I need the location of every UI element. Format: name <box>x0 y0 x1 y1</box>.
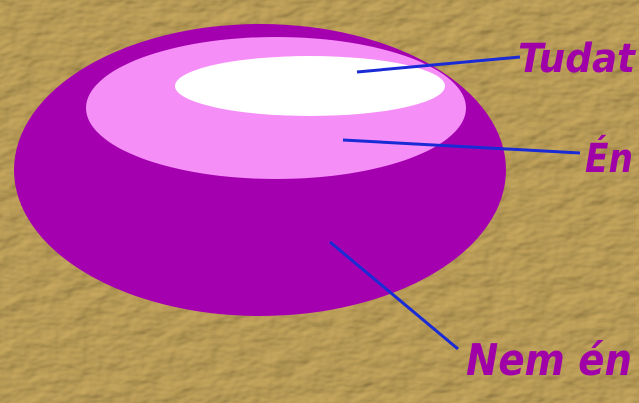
label-nem-en: Nem én <box>466 335 632 386</box>
inner-core-tudat <box>175 56 445 116</box>
label-en: Én <box>585 134 633 182</box>
label-tudat: Tudat <box>518 36 637 82</box>
